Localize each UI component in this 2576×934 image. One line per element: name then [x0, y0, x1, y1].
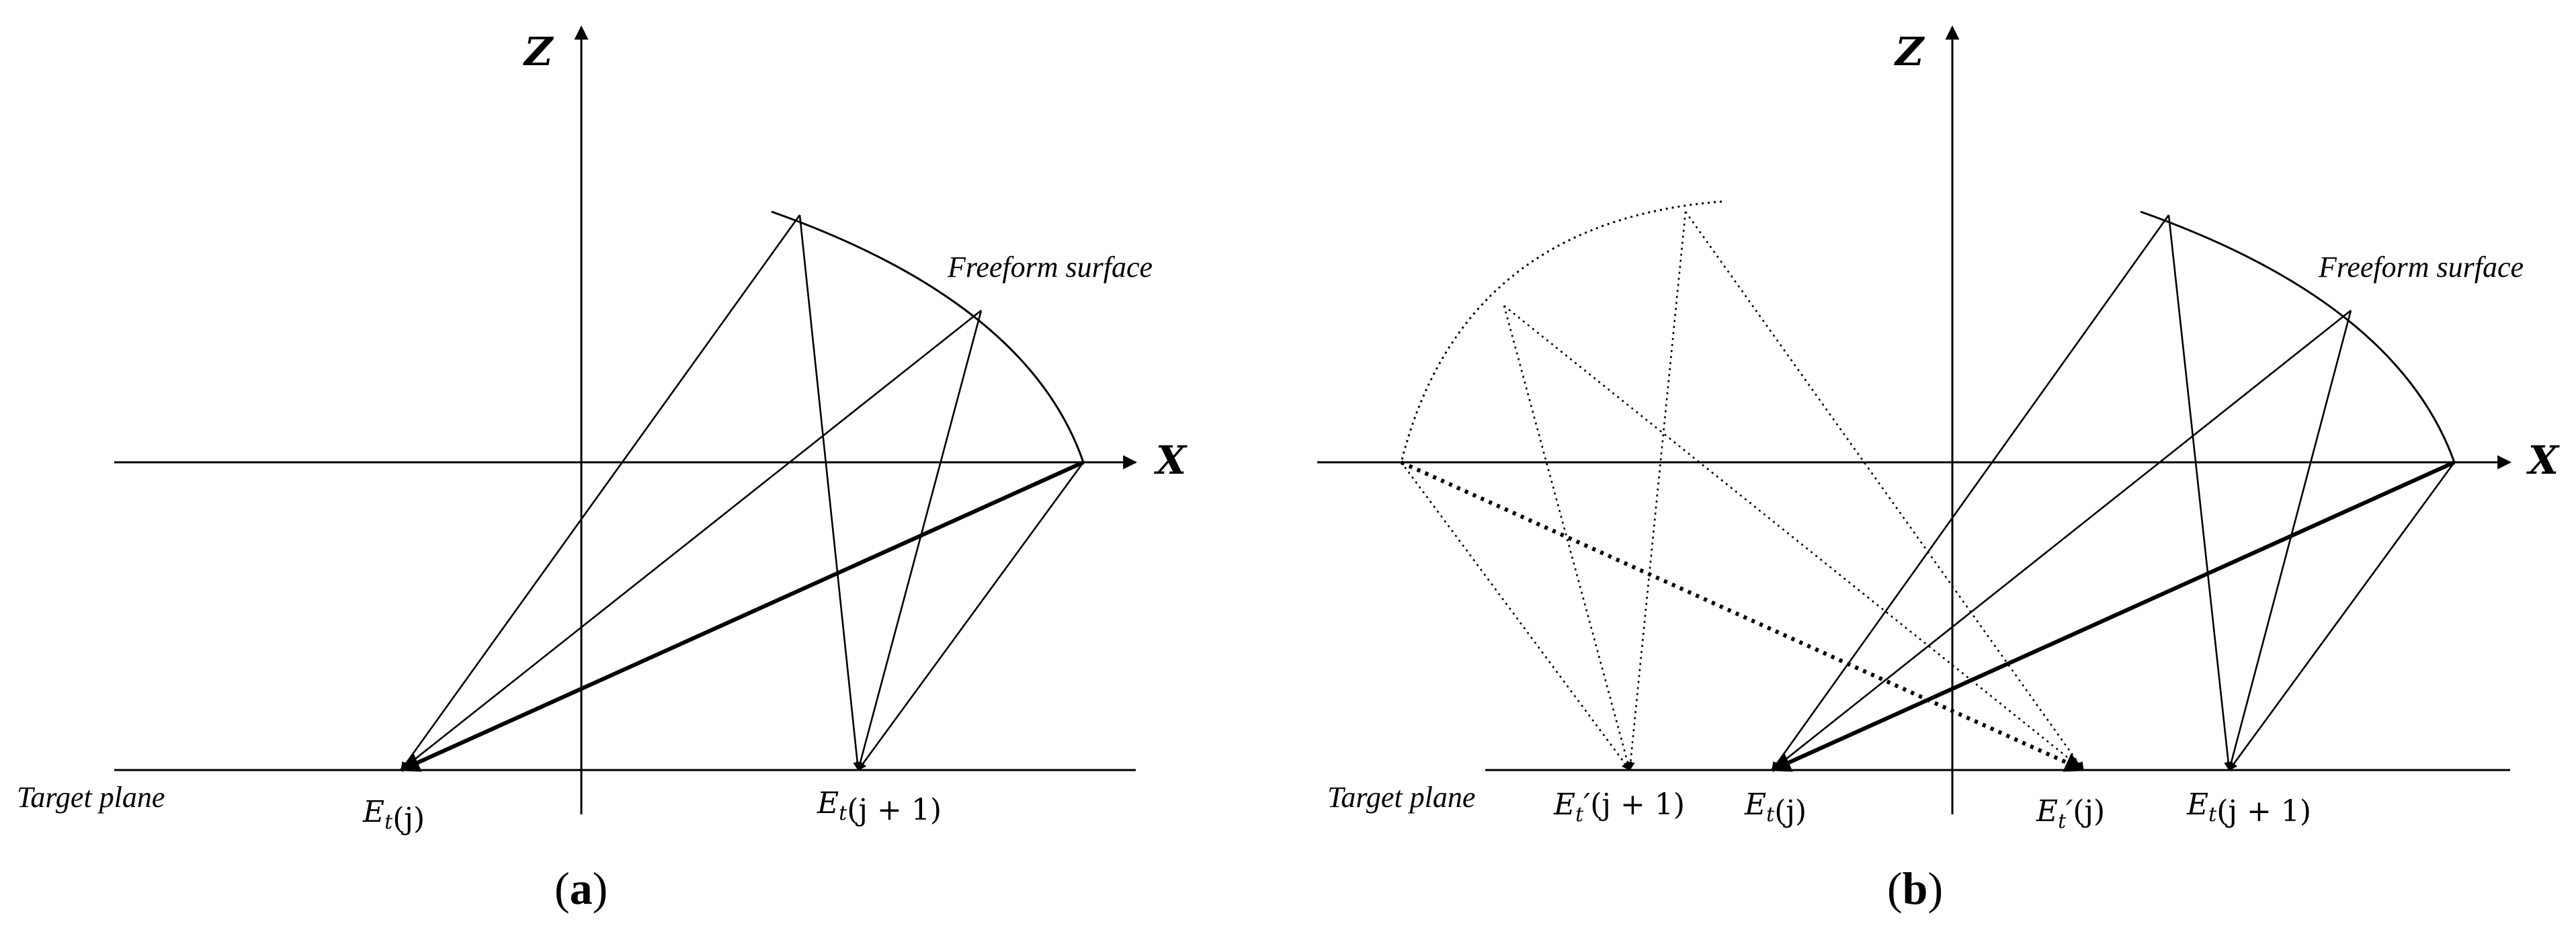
- ray-a-1: [400, 214, 801, 771]
- panel-caption-b: (b): [1887, 863, 1943, 914]
- x-axis-label-a: X: [1153, 437, 1188, 483]
- ray-a-4: [856, 310, 983, 771]
- ray-b-dotted-1: [1400, 462, 1631, 771]
- panel-caption-a: (a): [554, 863, 608, 914]
- point-label-a-0: Et(j): [362, 795, 425, 836]
- panel-a: Z X Target plane Freeform surface Et(j) …: [17, 25, 1188, 914]
- panel-b: Z X Target plane Freeform surface Et′(j …: [1317, 25, 2560, 914]
- z-axis-label-b: Z: [1894, 29, 1925, 75]
- ray-b-1: [1771, 214, 2170, 771]
- ray-b-3: [2167, 214, 2233, 771]
- ray-b-edge: [1770, 460, 2456, 772]
- freeform-surface-b: [2140, 210, 2456, 463]
- freeform-surface-a: [771, 210, 1085, 463]
- point-label-a-1: Et(j + 1): [817, 786, 942, 827]
- freeform-surface-label-a: Freeform surface: [947, 251, 1153, 284]
- ray-b-dotted-2: [1503, 305, 1632, 771]
- freeform-surface-label-b: Freeform surface: [2318, 251, 2524, 284]
- ray-a-3: [798, 214, 862, 771]
- target-plane-label-a: Target plane: [17, 781, 165, 814]
- ray-a-edge: [399, 460, 1085, 772]
- point-label-b-2: Et′(j): [2036, 794, 2105, 833]
- ray-b-2: [1771, 309, 2352, 771]
- point-label-b-3: Et(j + 1): [2186, 788, 2311, 829]
- ray-b-dotted-edge: [1400, 460, 2085, 772]
- ray-b-5: [2228, 462, 2456, 771]
- point-label-b-1: Et(j): [1744, 788, 1806, 829]
- z-axis-label-a: Z: [523, 29, 554, 75]
- ray-b-dotted-3: [1626, 211, 1687, 771]
- x-axis-label-b: X: [2526, 437, 2560, 483]
- freeform-surface-mirror-b: [1400, 200, 1722, 463]
- ray-a-2: [400, 309, 982, 771]
- ray-b-dotted-4: [1503, 304, 2085, 771]
- ray-a-5: [857, 462, 1085, 771]
- ray-b-dotted-5: [1684, 211, 2085, 771]
- ray-b-4: [2227, 310, 2352, 771]
- target-plane-label-b: Target plane: [1327, 781, 1475, 814]
- point-label-b-0: Et′(j + 1): [1553, 788, 1685, 826]
